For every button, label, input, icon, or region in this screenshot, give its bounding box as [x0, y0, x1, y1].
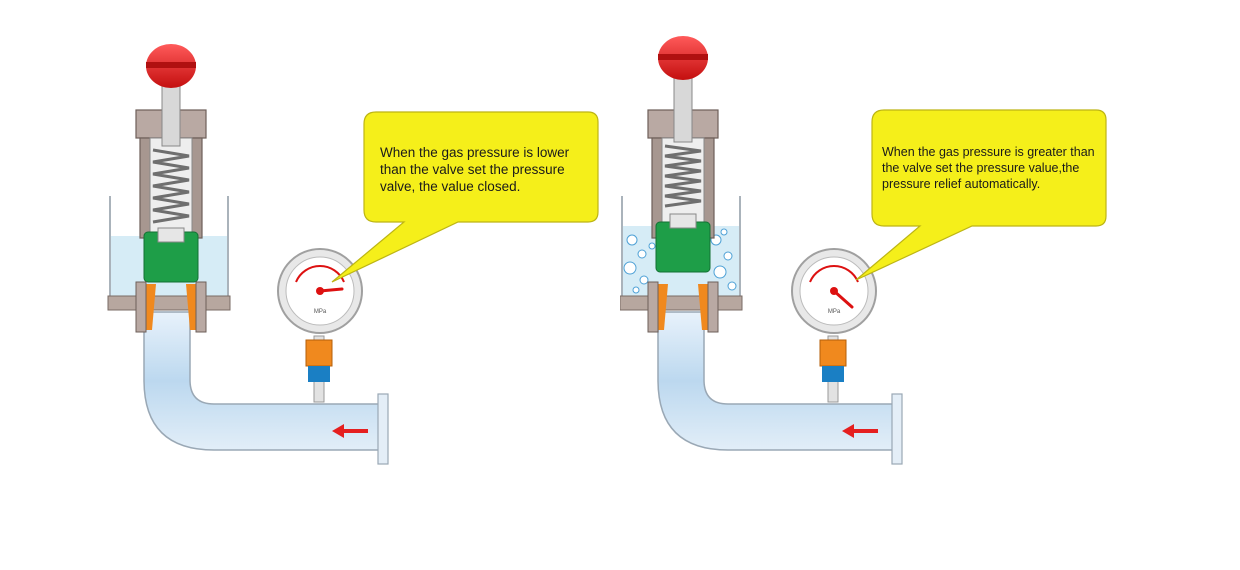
red-cap	[658, 36, 708, 80]
pipe	[143, 311, 389, 465]
pressure-gauge: MPa	[791, 248, 877, 334]
gas-bubbles	[623, 228, 737, 294]
valve-body	[647, 77, 719, 333]
open-valve-drawing: MPa	[620, 36, 1107, 465]
gauge-unit-label: MPa	[828, 309, 841, 315]
flow-arrow-icon	[842, 424, 878, 438]
callout-bubble	[855, 109, 1107, 281]
diagram-closed-state: MPa When the gas pressure is lower than …	[107, 44, 599, 465]
gauge-fitting	[819, 335, 847, 403]
callout-text: When the gas pressure is lower than the …	[380, 145, 570, 194]
gauge-fitting	[305, 335, 333, 403]
valve-body	[135, 85, 207, 333]
pipe	[657, 311, 903, 465]
diagram-open-state: MPa When the gas pressure is greater tha…	[620, 0, 1240, 570]
spring	[664, 144, 702, 208]
pressure-gauge: MPa	[277, 248, 363, 334]
callout-bubble	[331, 111, 599, 283]
gauge-unit-label: MPa	[314, 309, 327, 315]
callout-text: When the gas pressure is greater than th…	[882, 145, 1095, 191]
spring	[152, 148, 190, 224]
gauge-needle	[832, 289, 854, 309]
flow-arrow-icon	[332, 424, 368, 438]
closed-valve-drawing: MPa	[107, 44, 599, 465]
red-cap	[146, 44, 196, 88]
